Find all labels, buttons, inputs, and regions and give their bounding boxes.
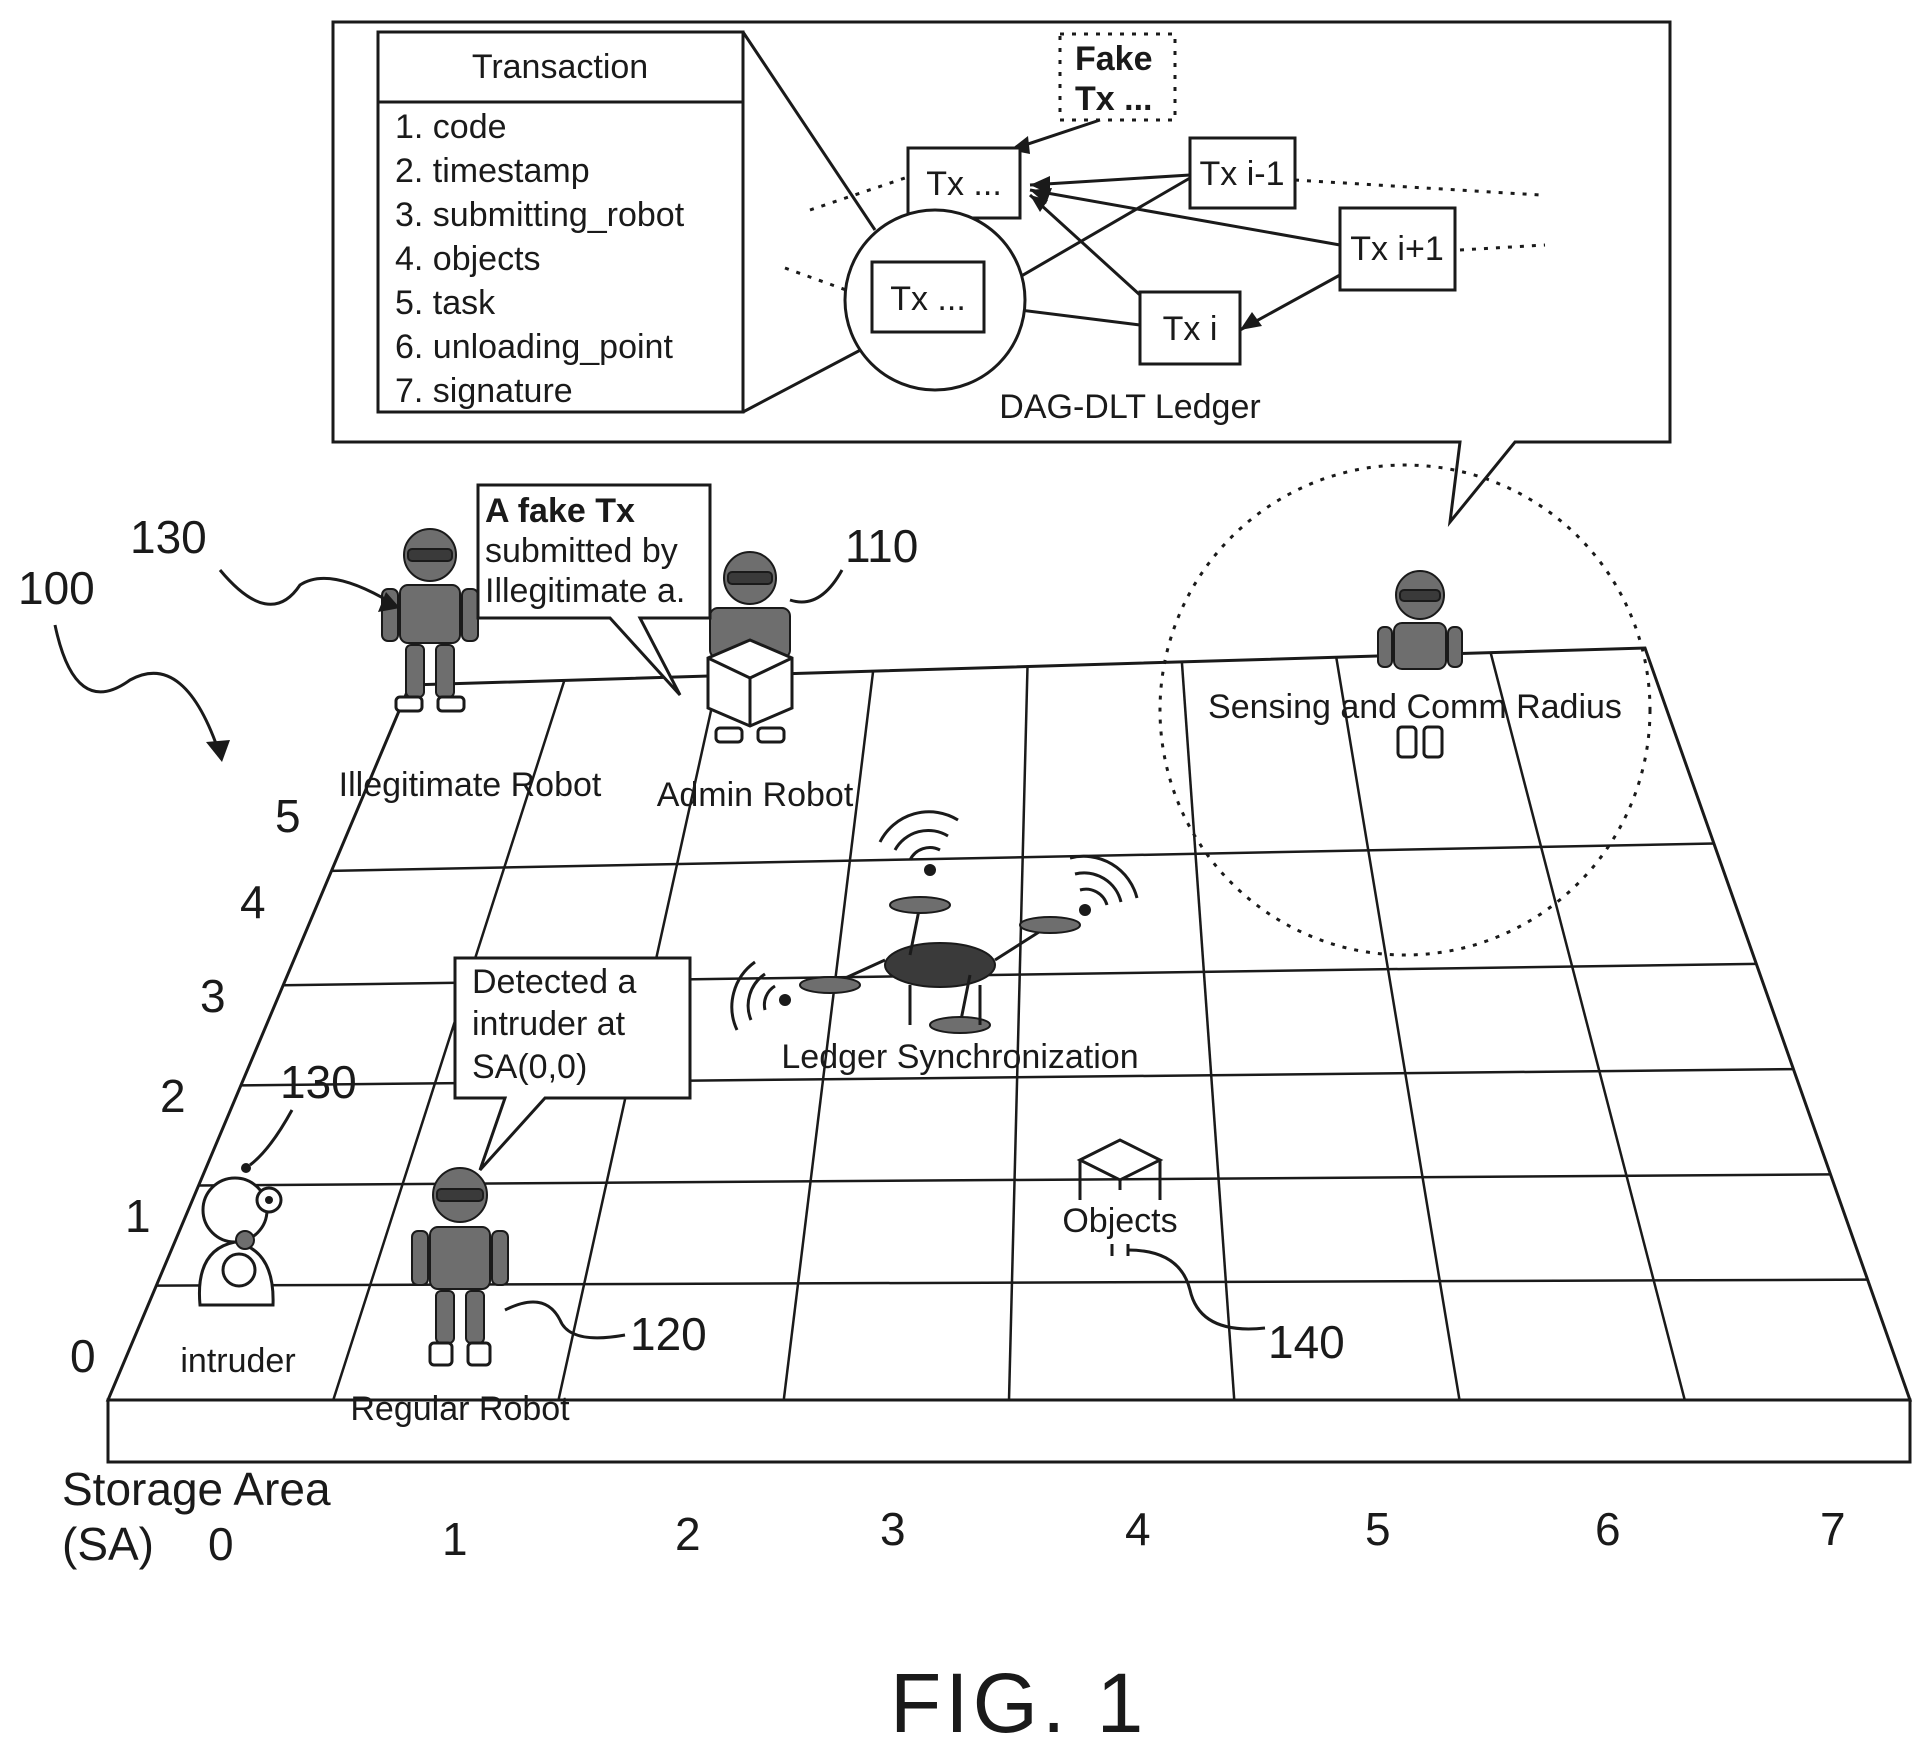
intruder-icon <box>197 1176 283 1307</box>
leader-line <box>789 569 844 604</box>
transaction-title: Transaction <box>472 48 648 86</box>
storage-area-label: Storage Area <box>62 1463 331 1515</box>
x-tick: 3 <box>880 1503 906 1555</box>
regular-robot-icon <box>411 1167 509 1367</box>
transaction-field: 6. unloading_point <box>395 328 673 366</box>
grid-column-line <box>1489 652 1686 1401</box>
ref-numeral-110: 110 <box>845 520 918 572</box>
drone-icon <box>799 896 1081 1034</box>
x-tick: 0 <box>208 1518 234 1570</box>
figure-label: FIG. 1 <box>890 1656 1147 1740</box>
grid-column-line <box>1335 657 1461 1401</box>
transaction-field: 2. timestamp <box>395 152 590 190</box>
regular-robot-label: Regular Robot <box>350 1390 570 1428</box>
transaction-field: 1. code <box>395 108 507 146</box>
wifi-icon <box>730 960 791 1031</box>
fake-tx-label: Tx ... <box>1075 80 1152 118</box>
illegitimate-robot-label: Illegitimate Robot <box>339 766 602 804</box>
fake-tx-box <box>1058 32 1177 122</box>
callout-line: A fake Tx <box>485 492 635 530</box>
callout-line: intruder at <box>472 1005 626 1043</box>
detected-callout: Detected a intruder at SA(0,0) <box>453 956 692 1172</box>
storage-area-label: (SA) <box>62 1518 154 1570</box>
wifi-icon <box>878 810 959 876</box>
tx-node-i <box>1138 290 1242 366</box>
wifi-icon <box>1069 854 1139 916</box>
objects-label: Objects <box>1062 1202 1177 1240</box>
illegitimate-robot-icon <box>381 528 479 713</box>
tx-node-circle <box>870 260 986 334</box>
transaction-field: 4. objects <box>395 240 541 278</box>
admin-robot-icon <box>706 551 794 744</box>
y-tick: 1 <box>125 1190 151 1242</box>
y-tick: 3 <box>200 970 226 1022</box>
zoom-line <box>742 343 871 414</box>
transaction-field: 3. submitting_robot <box>395 196 685 234</box>
ref-numeral-130-intruder: 130 <box>280 1056 357 1108</box>
ref-numeral-100: 100 <box>18 562 95 614</box>
grid-column-line <box>1180 661 1236 1401</box>
sensing-radius-label: Sensing and Comm Radius <box>1208 688 1622 726</box>
ledger-sync-label: Ledger Synchronization <box>781 1038 1138 1076</box>
transaction-field: 5. task <box>395 284 496 322</box>
tx-node-i-minus-1 <box>1188 136 1297 210</box>
y-tick: 0 <box>70 1330 96 1382</box>
x-tick: 7 <box>1820 1503 1846 1555</box>
y-tick: 2 <box>160 1070 186 1122</box>
y-tick: 5 <box>275 790 301 842</box>
ref-numeral-130-illegitimate: 130 <box>130 511 207 563</box>
tx-node-top <box>906 146 1022 220</box>
tx-node-label: Tx i-1 <box>1200 155 1285 193</box>
callout-line: SA(0,0) <box>472 1048 587 1086</box>
tx-node-label: Tx i+1 <box>1350 230 1444 268</box>
tx-node-label: Tx ... <box>890 280 966 318</box>
transaction-field: 7. signature <box>395 372 573 410</box>
tx-node-i-plus-1 <box>1338 206 1457 292</box>
grid-column-line <box>332 679 566 1401</box>
grid-column-line <box>1007 666 1029 1401</box>
x-tick: 1 <box>442 1513 468 1565</box>
callout-line: Detected a <box>472 963 637 1001</box>
transaction-table: Transaction 1. code 2. timestamp 3. subm… <box>376 30 745 414</box>
callout-line: Illegitimate a. <box>485 572 685 610</box>
tx-node-label: Tx ... <box>926 165 1002 203</box>
leader-line <box>1127 1248 1266 1331</box>
fake-tx-callout: A fake Tx submitted by Illegitimate a. <box>476 483 712 697</box>
admin-robot-label: Admin Robot <box>657 776 854 814</box>
ref-numeral-140: 140 <box>1268 1316 1345 1368</box>
y-tick: 4 <box>240 876 266 928</box>
fake-tx-label: Fake <box>1075 40 1153 78</box>
zoom-line <box>741 31 877 231</box>
ledger-callout: Transaction 1. code 2. timestamp 3. subm… <box>331 20 1672 528</box>
leader-line <box>218 569 396 607</box>
leader-line <box>53 624 222 756</box>
x-tick: 5 <box>1365 1503 1391 1555</box>
tx-node-label: Tx i <box>1163 310 1218 348</box>
leader-line <box>249 1109 294 1167</box>
x-tick: 2 <box>675 1508 701 1560</box>
intruder-label: intruder <box>180 1342 295 1380</box>
sensing-radius-circle <box>1158 463 1652 957</box>
grid-column-line <box>782 670 875 1401</box>
ref-numeral-120: 120 <box>630 1308 707 1360</box>
leader-line <box>504 1300 626 1340</box>
ledger-label: DAG-DLT Ledger <box>999 388 1260 426</box>
x-tick: 4 <box>1125 1503 1151 1555</box>
robot-in-radius-icon <box>1377 570 1463 759</box>
callout-line: submitted by <box>485 532 678 570</box>
x-tick: 6 <box>1595 1503 1621 1555</box>
